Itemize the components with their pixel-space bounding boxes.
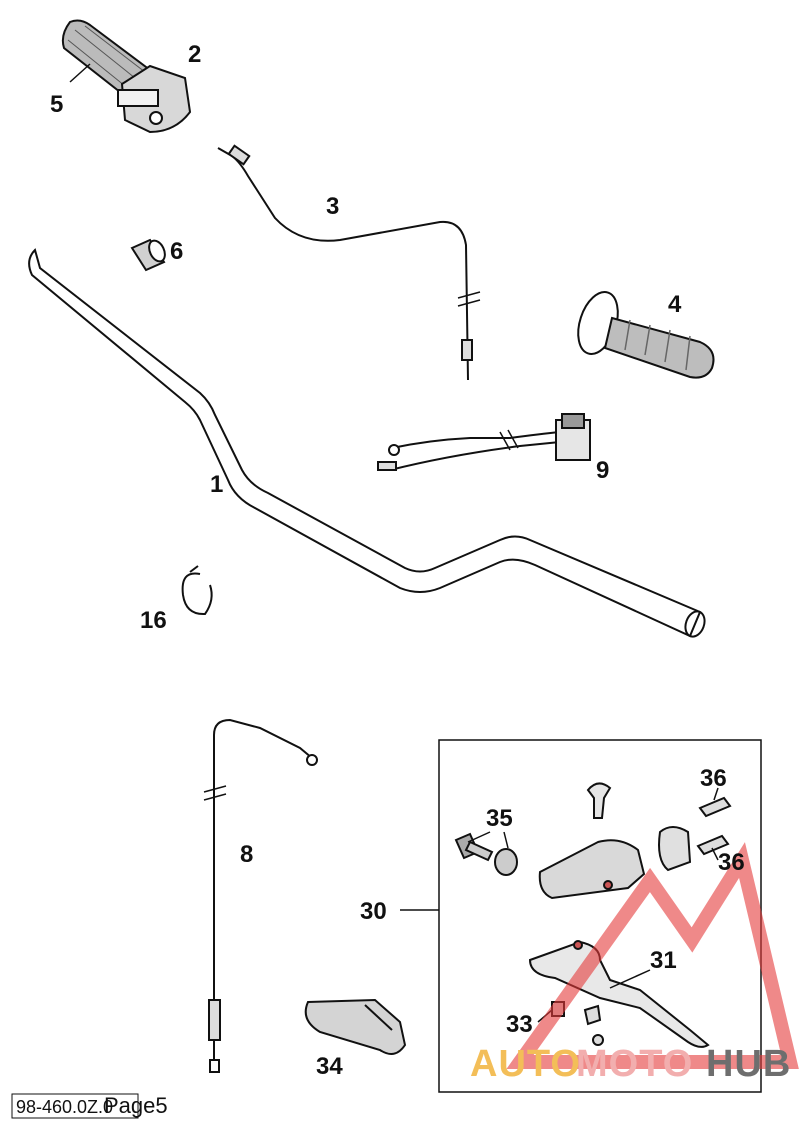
callout-30: 30: [360, 898, 387, 925]
throttle-cable-part: [217, 144, 481, 381]
watermark-moto: MOTO: [576, 1043, 693, 1085]
callout-8: 8: [240, 841, 253, 868]
callout-36-bottom: 36: [718, 849, 745, 876]
cable-strap-part: [181, 565, 213, 616]
reference-code: 98-460.0Z.0: [16, 1097, 113, 1117]
callout-2: 2: [188, 41, 201, 68]
watermark-hub: HUB: [706, 1043, 791, 1085]
clutch-cable-part: [203, 718, 318, 1073]
kill-switch-part: [377, 413, 591, 471]
callout-3: 3: [326, 193, 339, 220]
callout-33: 33: [506, 1011, 533, 1038]
callout-labels: 2 5 3 6 4 9 1 16 8 30 35 36 36 31 33 34: [50, 41, 745, 1080]
left-grip-part: [577, 291, 715, 379]
footer-reference: 98-460.0Z.0 Page5: [11, 1093, 168, 1119]
throttle-grip-part: [61, 19, 192, 134]
callout-35: 35: [486, 805, 513, 832]
callout-9: 9: [596, 457, 609, 484]
callout-36-top: 36: [700, 765, 727, 792]
bushing-part: [130, 238, 166, 272]
callout-31: 31: [650, 947, 677, 974]
handlebar-part: [28, 248, 706, 638]
callout-16: 16: [140, 607, 167, 634]
callout-4: 4: [668, 291, 682, 318]
callout-1: 1: [210, 471, 223, 498]
callout-6: 6: [170, 238, 183, 265]
hand-guard-part: [304, 998, 407, 1055]
watermark: AUTO MOTO HUB: [470, 842, 799, 1085]
watermark-auto: AUTO: [470, 1043, 581, 1085]
callout-34: 34: [316, 1053, 343, 1080]
page-label: Page5: [104, 1093, 168, 1118]
callout-5: 5: [50, 91, 63, 118]
